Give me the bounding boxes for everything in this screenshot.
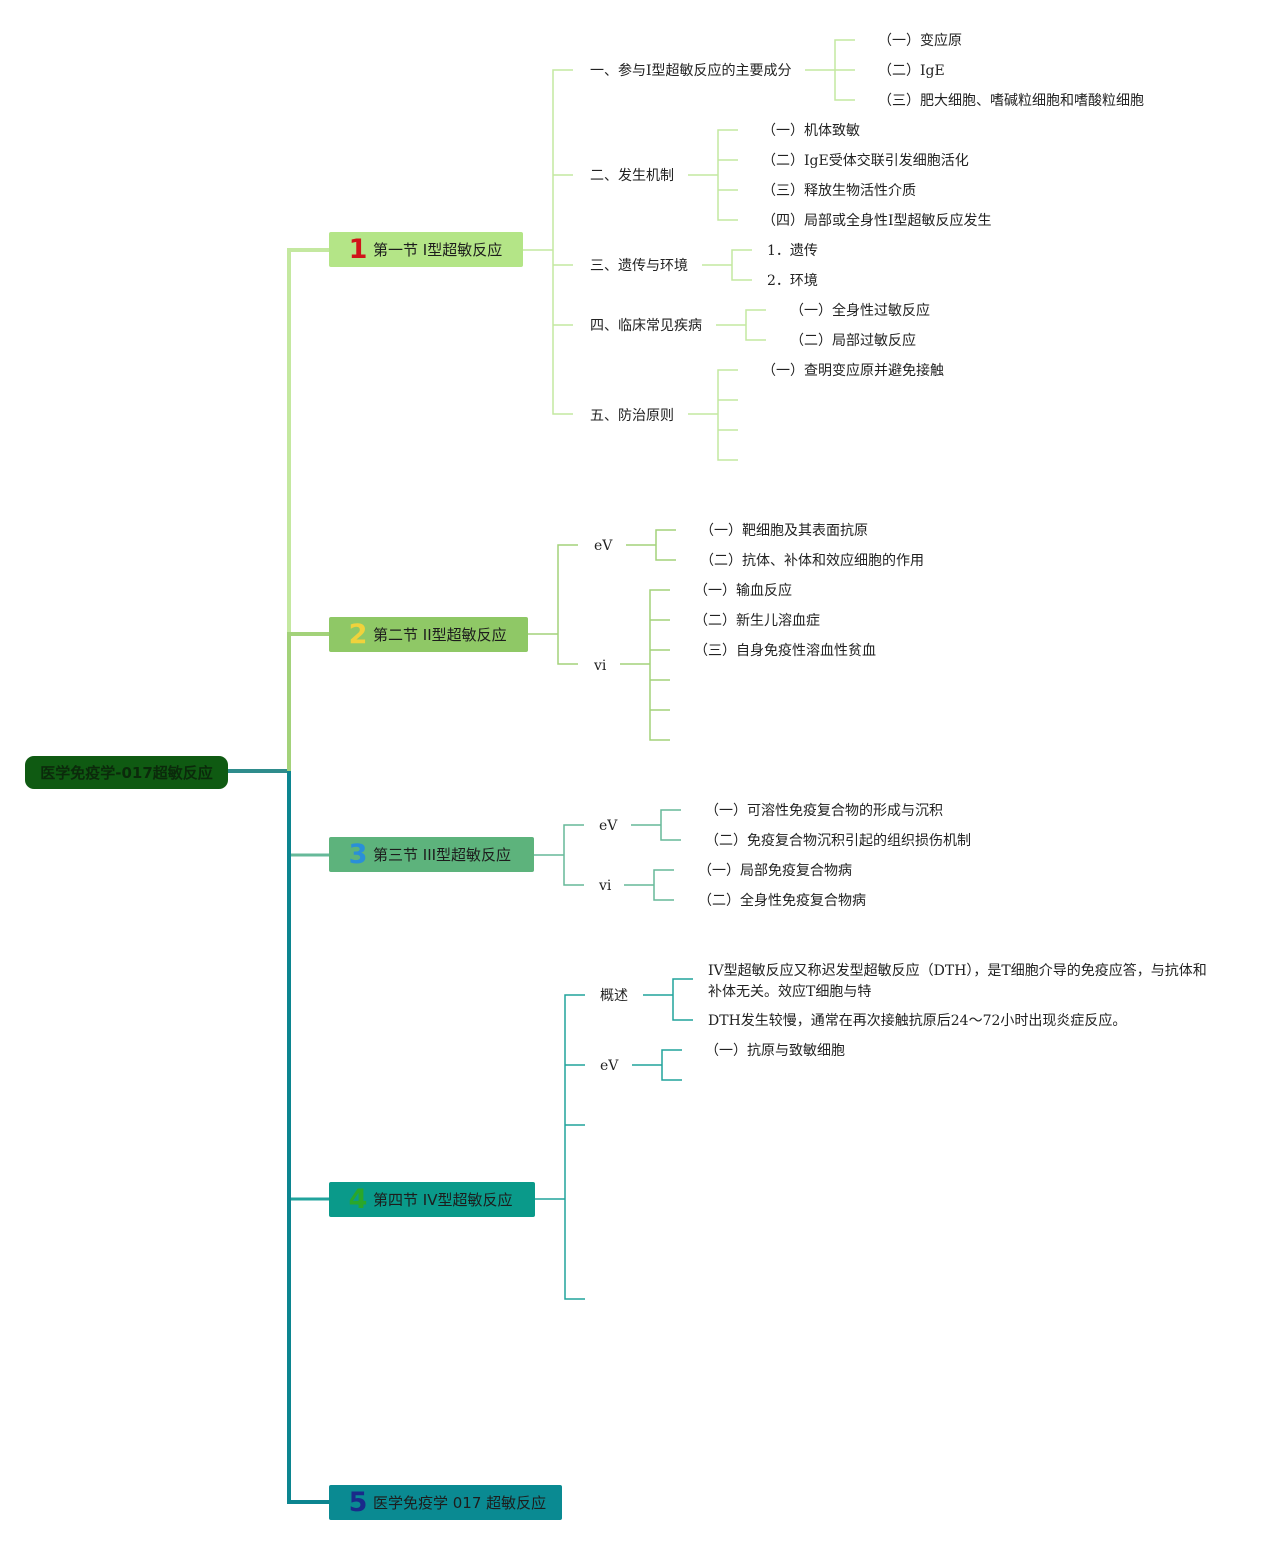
- s1-topic-4-item-2[interactable]: （二）局部过敏反应: [790, 333, 916, 349]
- s3-topic-2-item-2[interactable]: （二）全身性免疫复合物病: [698, 893, 866, 909]
- s1-topic-1-item-3[interactable]: （三）肥大细胞、嗜碱粒细胞和嗜酸粒细胞: [878, 93, 1144, 109]
- trunk-to-section-2: [287, 632, 329, 771]
- s1-topic-3-item-2[interactable]: 2．环境: [767, 273, 818, 289]
- s3-topic-1-item-2[interactable]: （二）免疫复合物沉积引起的组织损伤机制: [705, 833, 971, 849]
- s2-topic-1-item-1[interactable]: （一）靶细胞及其表面抗原: [700, 523, 868, 539]
- s2-topic-1[interactable]: eV: [594, 538, 613, 554]
- s4-topic-2-item-1[interactable]: （一）抗原与致敏细胞: [705, 1043, 845, 1059]
- s1-t3-bracket: [731, 249, 752, 281]
- section-5-node[interactable]: 5 医学免疫学 017 超敏反应: [329, 1485, 562, 1520]
- s1-topic-1-item-2[interactable]: （二）IgE: [878, 63, 945, 79]
- s1-topic-2-item-1[interactable]: （一）机体致敏: [762, 123, 860, 139]
- s1-topic-1[interactable]: 一、参与I型超敏反应的主要成分: [590, 63, 792, 79]
- s3-topic-1-item-1[interactable]: （一）可溶性免疫复合物的形成与沉积: [705, 803, 943, 819]
- s1-topic-2-item-2[interactable]: （二）IgE受体交联引发细胞活化: [762, 153, 969, 169]
- s3-topic-2-item-1[interactable]: （一）局部免疫复合物病: [698, 863, 852, 879]
- section-5-label: 医学免疫学 017 超敏反应: [373, 1494, 547, 1512]
- s3-t2-bracket: [653, 869, 674, 901]
- root-node[interactable]: 医学免疫学-017超敏反应: [25, 756, 228, 789]
- s2-topic-2[interactable]: vi: [594, 658, 607, 674]
- s1-topic-1-item-1[interactable]: （一）变应原: [878, 33, 962, 49]
- s1-topic-2[interactable]: 二、发生机制: [590, 168, 674, 184]
- section-3-number: 3: [348, 839, 368, 870]
- s3-topic-1[interactable]: eV: [599, 818, 618, 834]
- s1-topic-2-item-3[interactable]: （三）释放生物活性介质: [762, 183, 916, 199]
- trunk-to-section-1: [287, 248, 329, 771]
- section-3-node[interactable]: 3 第三节 III型超敏反应: [329, 837, 534, 872]
- s2-t2-bracket: [649, 589, 670, 741]
- s1-topic-5[interactable]: 五、防治原则: [590, 408, 674, 424]
- trunk-to-section-3: [287, 771, 329, 857]
- s1-spine: [552, 69, 573, 415]
- section-4-number: 4: [348, 1184, 368, 1215]
- s1-topic-4[interactable]: 四、临床常见疾病: [590, 318, 702, 334]
- s2-topic-2-item-3[interactable]: （三）自身免疫性溶血性贫血: [694, 643, 876, 659]
- s4-topic-2[interactable]: eV: [600, 1058, 619, 1074]
- s4-spine: [564, 994, 585, 1300]
- root-title: 医学免疫学-017超敏反应: [40, 764, 213, 782]
- s1-t4-bracket: [745, 309, 766, 341]
- s4-topic-1-item-2[interactable]: DTH发生较慢，通常在再次接触抗原后24～72小时出现炎症反应。: [708, 1013, 1127, 1029]
- section-2-label: 第二节 II型超敏反应: [373, 626, 507, 644]
- s1-topic-3[interactable]: 三、遗传与环境: [590, 258, 688, 274]
- trunk-to-section-4: [287, 771, 329, 1201]
- section-4-node[interactable]: 4 第四节 IV型超敏反应: [329, 1182, 535, 1217]
- s2-spine: [557, 544, 578, 665]
- s1-t2-bracket: [717, 129, 738, 221]
- s1-t5-bracket: [717, 369, 738, 461]
- s1-topic-2-item-4[interactable]: （四）局部或全身性I型超敏反应发生: [762, 213, 992, 229]
- section-2-node[interactable]: 2 第二节 II型超敏反应: [329, 617, 528, 652]
- s1-topic-4-item-1[interactable]: （一）全身性过敏反应: [790, 303, 930, 319]
- s4-topic-1-item-1[interactable]: IV型超敏反应又称迟发型超敏反应（DTH），是T细胞介导的免疫应答，与抗体和补体…: [708, 963, 1207, 1000]
- s2-topic-2-item-2[interactable]: （二）新生儿溶血症: [694, 613, 820, 629]
- section-1-label: 第一节 I型超敏反应: [373, 241, 503, 259]
- section-4-label: 第四节 IV型超敏反应: [373, 1191, 513, 1209]
- s3-topic-2[interactable]: vi: [599, 878, 612, 894]
- section-3-label: 第三节 III型超敏反应: [373, 846, 512, 864]
- section-1-node[interactable]: 1 第一节 I型超敏反应: [329, 232, 523, 267]
- s3-spine: [563, 824, 584, 886]
- s4-t2-bracket: [661, 1049, 682, 1081]
- trunk-to-section-5: [287, 771, 329, 1504]
- s4-topic-1[interactable]: 概述: [600, 988, 628, 1004]
- s2-t1-bracket: [655, 529, 676, 561]
- s4-t1-bracket: [672, 978, 693, 1021]
- s2-topic-2-item-1[interactable]: （一）输血反应: [694, 583, 792, 599]
- s1-topic-3-item-1[interactable]: 1．遗传: [767, 243, 818, 259]
- section-2-number: 2: [348, 619, 368, 650]
- section-5-number: 5: [348, 1487, 368, 1518]
- s1-topic-5-item-1[interactable]: （一）查明变应原并避免接触: [762, 363, 944, 379]
- s3-t1-bracket: [660, 809, 681, 841]
- s2-topic-1-item-2[interactable]: （二）抗体、补体和效应细胞的作用: [700, 553, 924, 569]
- section-1-number: 1: [348, 234, 368, 265]
